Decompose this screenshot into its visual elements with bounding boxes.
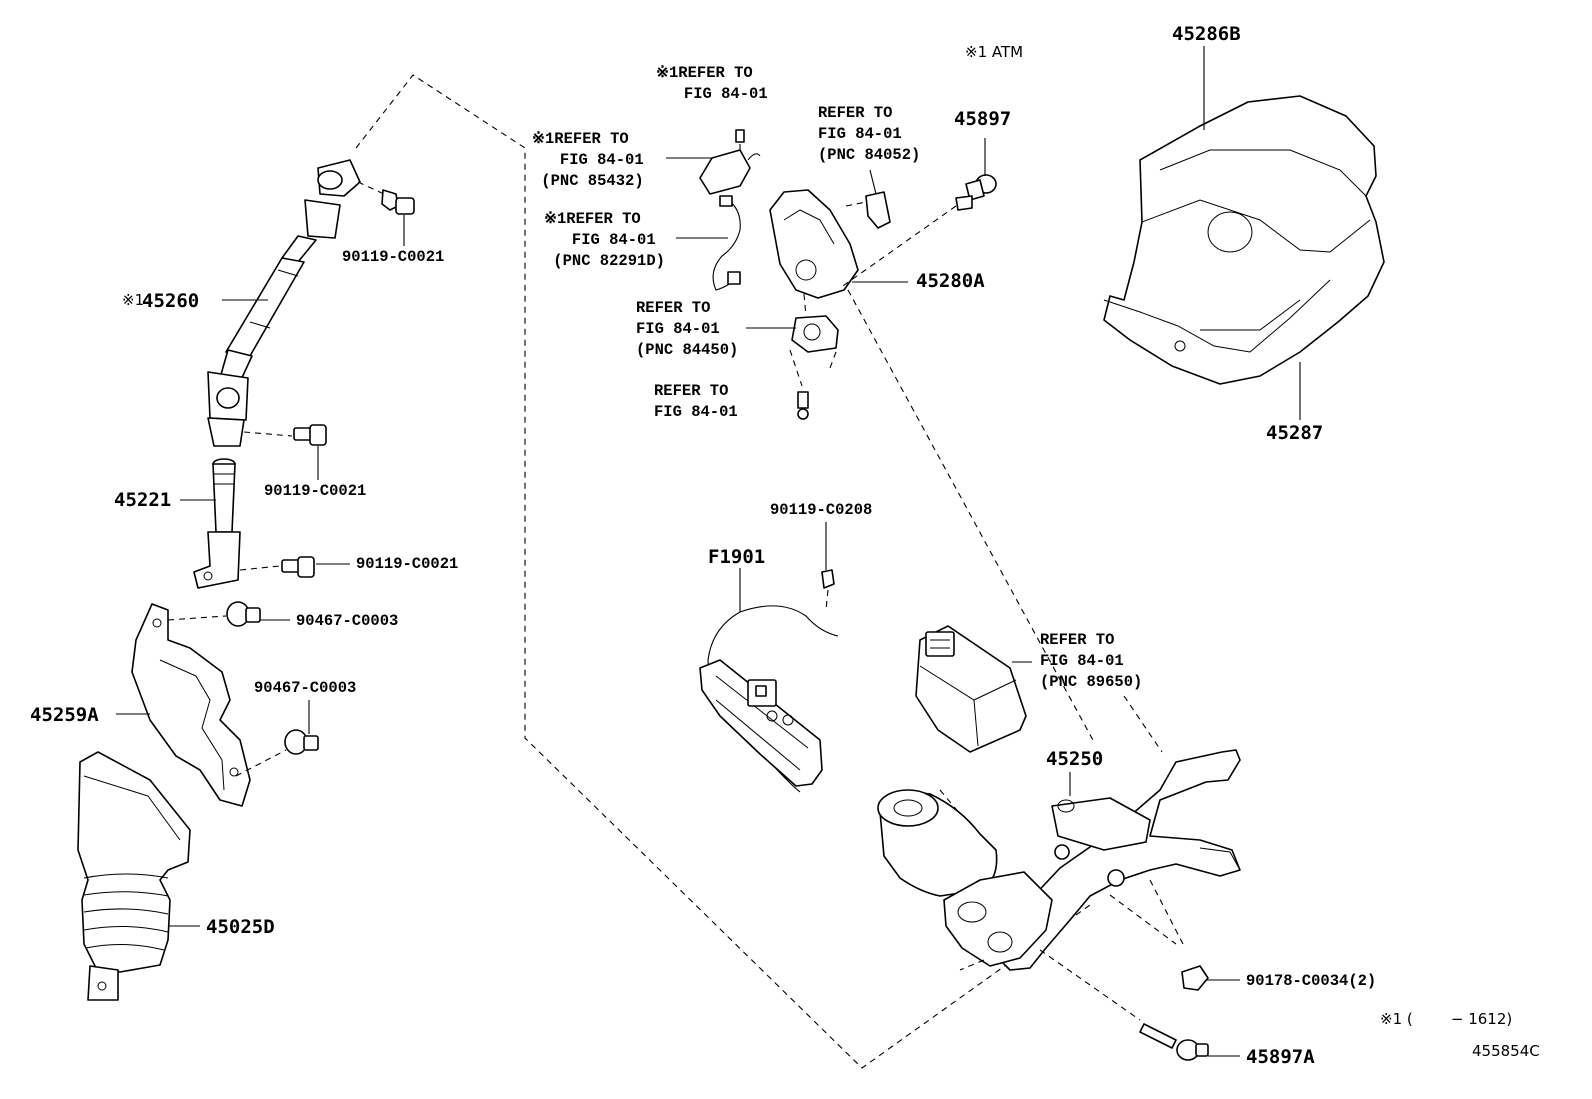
part-label-45250: 45250 <box>1046 748 1104 770</box>
column-cover <box>1103 95 1385 385</box>
atm-note: ※1 ATM <box>965 43 1024 61</box>
steering-column <box>847 289 1241 1061</box>
refer-note-82291d: ※1REFER TO FIG 84-01 (PNC 82291D) <box>544 210 665 270</box>
column-bracket <box>131 603 251 807</box>
part-label-45260: 45260 <box>142 290 200 312</box>
refer-note-bolt: ※1REFER TO FIG 84-01 <box>656 64 768 103</box>
part-label-45286b: 45286B <box>1172 23 1241 45</box>
refer-note-89650: REFER TO FIG 84-01 (PNC 89650) <box>1040 631 1143 691</box>
lock-assembly-parts <box>699 129 997 420</box>
part-label-45280a: 45280A <box>916 270 985 292</box>
part-label-f1901: F1901 <box>708 546 766 568</box>
refer-note-85432: ※1REFER TO FIG 84-01 (PNC 85432) <box>532 130 644 190</box>
part-label-45025d: 45025D <box>206 916 275 938</box>
bolt-label-90119-lower: 90119-C0021 <box>356 555 459 573</box>
left-fasteners <box>167 181 415 777</box>
part-mark-45260: ※1 <box>122 291 145 309</box>
lower-shaft <box>193 458 241 589</box>
wire-harness <box>699 569 839 793</box>
refer-note-84052: REFER TO FIG 84-01 (PNC 84052) <box>818 104 921 164</box>
nut-label-90178: 90178-C0034(2) <box>1246 972 1377 990</box>
intermediate-shaft <box>207 159 361 447</box>
footer-code-note: ※1 ( − 1612) <box>1380 1010 1513 1028</box>
clip-label-90467-lower: 90467-C0003 <box>254 679 357 697</box>
leader-lines <box>116 46 1301 1057</box>
bolt-label-90119-middle: 90119-C0021 <box>264 482 367 500</box>
eps-module <box>915 625 1163 851</box>
refer-note-screw: REFER TO FIG 84-01 <box>654 382 738 421</box>
part-label-45221: 45221 <box>114 489 172 511</box>
part-label-45287: 45287 <box>1266 422 1324 444</box>
steering-boot <box>77 751 191 1001</box>
assembly-group-outline <box>355 74 1091 1069</box>
bolt-label-90119-c0208: 90119-C0208 <box>770 501 873 519</box>
part-label-45897: 45897 <box>954 108 1012 130</box>
part-label-45897a: 45897A <box>1246 1046 1315 1068</box>
bolt-label-90119-upper: 90119-C0021 <box>342 248 445 266</box>
refer-note-84450: REFER TO FIG 84-01 (PNC 84450) <box>636 299 739 359</box>
part-label-45259a: 45259A <box>30 704 99 726</box>
figure-id: 455854C <box>1472 1042 1540 1060</box>
clip-label-90467-upper: 90467-C0003 <box>296 612 399 630</box>
